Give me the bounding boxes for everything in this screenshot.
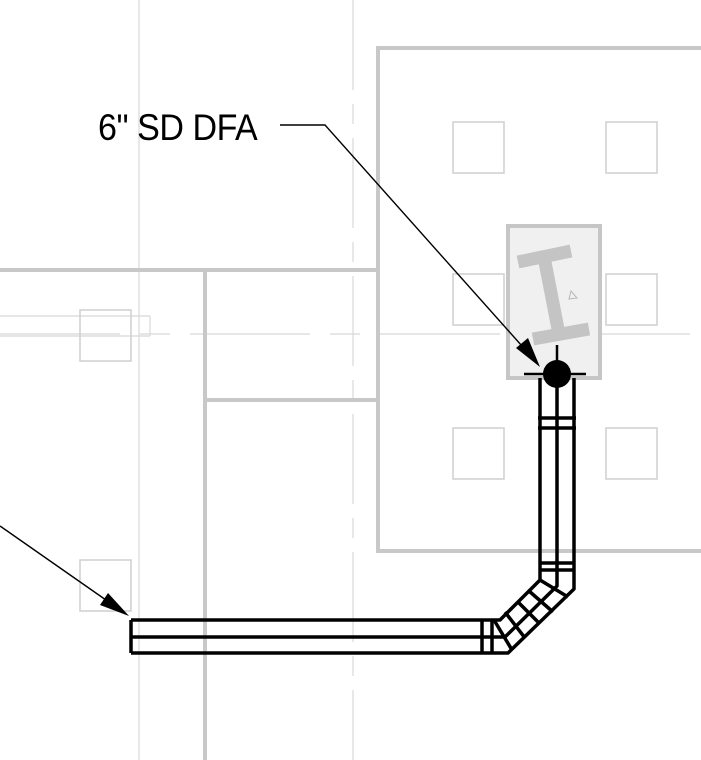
elbow-joint <box>527 589 555 614</box>
column-pads <box>79 121 658 612</box>
elbow-joint <box>515 599 542 626</box>
elbow-joint <box>492 619 514 651</box>
column-pad <box>452 427 505 480</box>
i-beam-icon <box>516 244 591 346</box>
drain-pipe <box>129 378 576 655</box>
slab-outline <box>376 46 701 553</box>
column-pad <box>452 121 505 174</box>
elbow-center <box>492 570 559 639</box>
arrowheads <box>100 338 540 616</box>
callout-leader <box>280 124 539 365</box>
leaders <box>0 124 539 615</box>
column-pad <box>605 273 658 326</box>
elbow-outer <box>492 570 576 655</box>
steel-column <box>506 224 602 380</box>
elbow-joint <box>539 578 569 599</box>
column-pad <box>79 559 132 612</box>
pipe-callout-label: 6" SD DFA <box>98 107 258 148</box>
walls <box>0 46 701 760</box>
column-pad <box>452 273 505 326</box>
arrowhead-icon <box>516 338 540 367</box>
column-pad <box>605 427 658 480</box>
elbow-joint <box>503 610 527 640</box>
column-pad <box>79 309 132 362</box>
drain-symbol-icon <box>524 345 586 400</box>
arrowhead-icon <box>100 593 129 616</box>
column-pad <box>605 121 658 174</box>
triangle-icon <box>568 289 578 300</box>
